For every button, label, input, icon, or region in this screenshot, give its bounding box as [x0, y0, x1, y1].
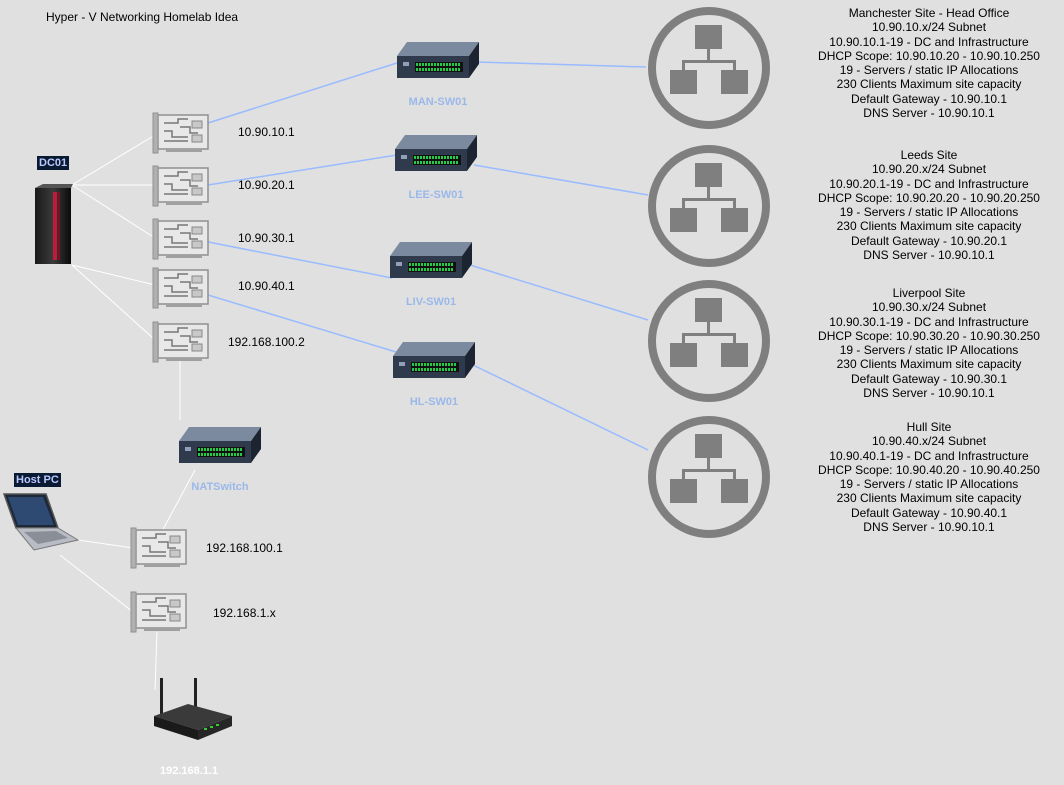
- site-info-leeds: Leeds Site 10.90.20.x/24 Subnet 10.90.20…: [794, 148, 1064, 262]
- site-subnet: 10.90.10.x/24 Subnet: [871, 20, 987, 35]
- site-gateway: Default Gateway - 10.90.40.1: [850, 505, 1008, 520]
- link-host-hostnic1: [77, 539, 134, 549]
- site-name: Leeds Site: [900, 148, 958, 162]
- link-man-net: [476, 61, 647, 68]
- connection-lines: [59, 61, 649, 691]
- switch-icon[interactable]: [179, 427, 261, 467]
- link-hl-net: [472, 364, 649, 451]
- site-infrastructure: 10.90.40.1-19 - DC and Infrastructure: [829, 448, 1029, 463]
- site-info-liverpool: Liverpool Site 10.90.30.x/24 Subnet 10.9…: [794, 286, 1064, 400]
- network-icon: [646, 143, 772, 269]
- site-dhcp-scope: DHCP Scope: 10.90.10.20 - 10.90.10.250: [818, 48, 1040, 63]
- site-static-allocations: 19 - Servers / static IP Allocations: [839, 63, 1019, 78]
- site-name: Hull Site: [906, 420, 952, 434]
- site-static-allocations: 19 - Servers / static IP Allocations: [839, 343, 1019, 358]
- nic-card-icon: [130, 591, 187, 633]
- site-dns: DNS Server - 10.90.10.1: [863, 386, 995, 401]
- site-capacity: 230 Clients Maximum site capacity: [836, 77, 1022, 92]
- nic-ip: 10.90.20.1: [238, 178, 295, 192]
- nic-ip: 10.90.10.1: [238, 125, 295, 139]
- nic-ip: 192.168.100.1: [206, 541, 283, 555]
- link-dc-nic3: [71, 184, 156, 239]
- link-natswitch-hostnic1: [159, 469, 196, 536]
- nic-ip: 10.90.40.1: [238, 279, 295, 293]
- network-icon: [646, 414, 772, 540]
- site-subnet: 10.90.40.x/24 Subnet: [871, 434, 987, 449]
- site-static-allocations: 19 - Servers / static IP Allocations: [839, 477, 1019, 492]
- switch-label: MAN-SW01: [408, 96, 468, 108]
- nic-card-icon: [152, 267, 209, 309]
- link-hostnic2-router: [154, 631, 158, 691]
- nic-ip: 10.90.30.1: [238, 231, 295, 245]
- nic-card-icon: [152, 112, 209, 154]
- switch-icon[interactable]: [397, 42, 479, 82]
- switch-label: LEE-SW01: [408, 189, 464, 201]
- dc01-label: DC01: [37, 156, 70, 170]
- link-dc-nic1: [71, 134, 156, 186]
- site-dhcp-scope: DHCP Scope: 10.90.20.20 - 10.90.20.250: [818, 190, 1040, 205]
- link-lee-net: [473, 164, 649, 196]
- site-capacity: 230 Clients Maximum site capacity: [836, 219, 1022, 234]
- site-dns: DNS Server - 10.90.10.1: [863, 106, 995, 121]
- site-name: Liverpool Site: [892, 286, 966, 300]
- diagram-title: Hyper - V Networking Homelab Idea: [46, 10, 239, 24]
- switch-label: NATSwitch: [191, 481, 249, 493]
- site-gateway: Default Gateway - 10.90.20.1: [850, 233, 1008, 248]
- host-pc-label: Host PC: [14, 473, 61, 487]
- link-nic4-hl: [207, 294, 397, 353]
- site-name: Manchester Site - Head Office: [848, 6, 1010, 20]
- site-info-hull: Hull Site 10.90.40.x/24 Subnet 10.90.40.…: [794, 420, 1064, 534]
- nic-card-icon: [130, 527, 187, 569]
- nic-card-icon: [152, 321, 209, 363]
- router-label: 192.168.1.1: [160, 765, 219, 777]
- site-gateway: Default Gateway - 10.90.10.1: [850, 91, 1008, 106]
- site-capacity: 230 Clients Maximum site capacity: [836, 357, 1022, 372]
- nic-ip: 192.168.100.2: [228, 335, 305, 349]
- site-capacity: 230 Clients Maximum site capacity: [836, 491, 1022, 506]
- site-dns: DNS Server - 10.90.10.1: [863, 248, 995, 263]
- site-dhcp-scope: DHCP Scope: 10.90.40.20 - 10.90.40.250: [818, 462, 1040, 477]
- link-host-hostnic2: [59, 554, 134, 613]
- site-gateway: Default Gateway - 10.90.30.1: [850, 371, 1008, 386]
- link-liv-net: [469, 264, 649, 321]
- site-infrastructure: 10.90.10.1-19 - DC and Infrastructure: [829, 34, 1029, 49]
- switch-icon[interactable]: [390, 242, 472, 282]
- link-dc-nic5: [71, 264, 156, 341]
- laptop-icon[interactable]: [0, 492, 80, 552]
- site-dhcp-scope: DHCP Scope: 10.90.30.20 - 10.90.30.250: [818, 328, 1040, 343]
- network-icon: [646, 5, 772, 131]
- link-nic2-lee: [207, 154, 398, 186]
- site-subnet: 10.90.20.x/24 Subnet: [871, 162, 987, 177]
- switch-icon[interactable]: [393, 342, 475, 382]
- link-nic1-man: [207, 61, 401, 124]
- switch-icon[interactable]: [395, 135, 477, 175]
- nic-card-icon: [152, 218, 209, 260]
- link-nic3-liv: [207, 241, 393, 279]
- site-infrastructure: 10.90.20.1-19 - DC and Infrastructure: [829, 176, 1029, 191]
- site-subnet: 10.90.30.x/24 Subnet: [871, 300, 987, 315]
- site-infrastructure: 10.90.30.1-19 - DC and Infrastructure: [829, 314, 1029, 329]
- link-dc-nic4: [71, 264, 156, 286]
- nic-card-icon: [152, 165, 209, 207]
- site-dns: DNS Server - 10.90.10.1: [863, 520, 995, 535]
- nic-ip: 192.168.1.x: [213, 606, 276, 620]
- router-icon[interactable]: [150, 678, 235, 748]
- switch-label: LIV-SW01: [405, 296, 457, 308]
- site-static-allocations: 19 - Servers / static IP Allocations: [839, 205, 1019, 220]
- site-info-manchester: Manchester Site - Head Office 10.90.10.x…: [794, 6, 1064, 120]
- server-icon[interactable]: [33, 184, 73, 266]
- switch-label: HL-SW01: [409, 396, 459, 408]
- network-icon: [646, 278, 772, 404]
